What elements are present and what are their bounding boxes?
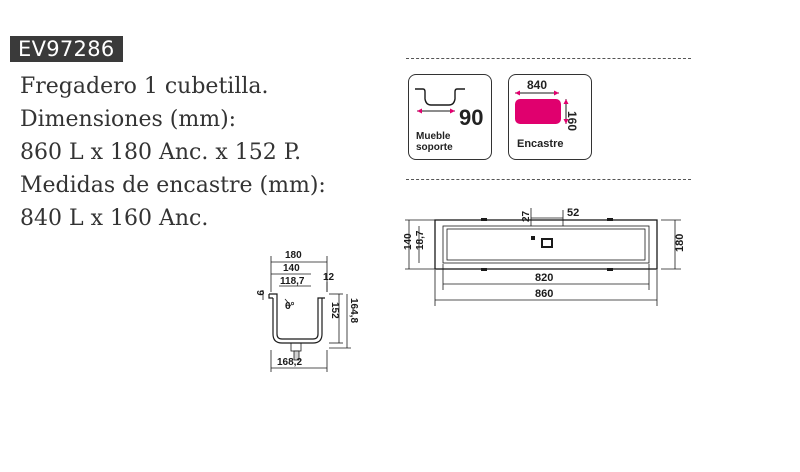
section-dim: 164,8 [348, 298, 359, 323]
top-view-drawing: 27 52 140 18,7 180 820 860 [403, 207, 685, 306]
top-dim: 52 [567, 207, 579, 219]
cabinet-label: Mueble soporte [416, 131, 453, 153]
cutout-icon [515, 90, 569, 124]
cabinet-label-line1: Mueble [416, 131, 451, 142]
product-description: Fregadero 1 cubetilla. Dimensiones (mm):… [20, 70, 326, 235]
top-dim: 18,7 [415, 230, 426, 250]
section-dim: 140 [283, 263, 300, 274]
top-dim: 820 [535, 272, 553, 284]
description-line: 840 L x 160 Anc. [20, 206, 209, 231]
section-dim: 12 [323, 272, 335, 283]
top-dim: 860 [535, 288, 553, 300]
section-dim: 6° [285, 301, 295, 312]
section-view-drawing: 180 140 118,7 12 9 6° 152 164,8 168,2 [255, 250, 359, 372]
bottom-dashed-divider [406, 179, 691, 180]
description-line: Dimensiones (mm): [20, 107, 237, 132]
top-dashed-divider [406, 58, 691, 59]
sink-cabinet-icon [415, 88, 465, 114]
description-line: Medidas de encastre (mm): [20, 173, 326, 198]
section-dim: 168,2 [277, 357, 302, 368]
cutout-width-label: 840 [527, 78, 548, 92]
section-dim: 152 [329, 302, 340, 319]
cabinet-value: 90 [459, 105, 484, 130]
cabinet-label-line2: soporte [416, 142, 453, 153]
section-dim: 9 [255, 290, 265, 296]
top-dim: 180 [674, 234, 685, 252]
cutout-height-label: 160 [565, 111, 579, 132]
top-dim: 140 [403, 233, 414, 250]
top-dim: 27 [521, 210, 532, 222]
cutout-label: Encastre [517, 138, 564, 150]
description-line: 860 L x 180 Anc. x 152 P. [20, 140, 302, 165]
section-dim: 118,7 [280, 276, 305, 287]
cabinet-spec-box: 90 Mueble soporte [408, 74, 492, 160]
product-code-badge: EV97286 [10, 36, 123, 62]
description-line: Fregadero 1 cubetilla. [20, 74, 269, 99]
cutout-spec-box: 840 160 Encastre [508, 74, 592, 160]
section-dim: 180 [285, 250, 302, 261]
